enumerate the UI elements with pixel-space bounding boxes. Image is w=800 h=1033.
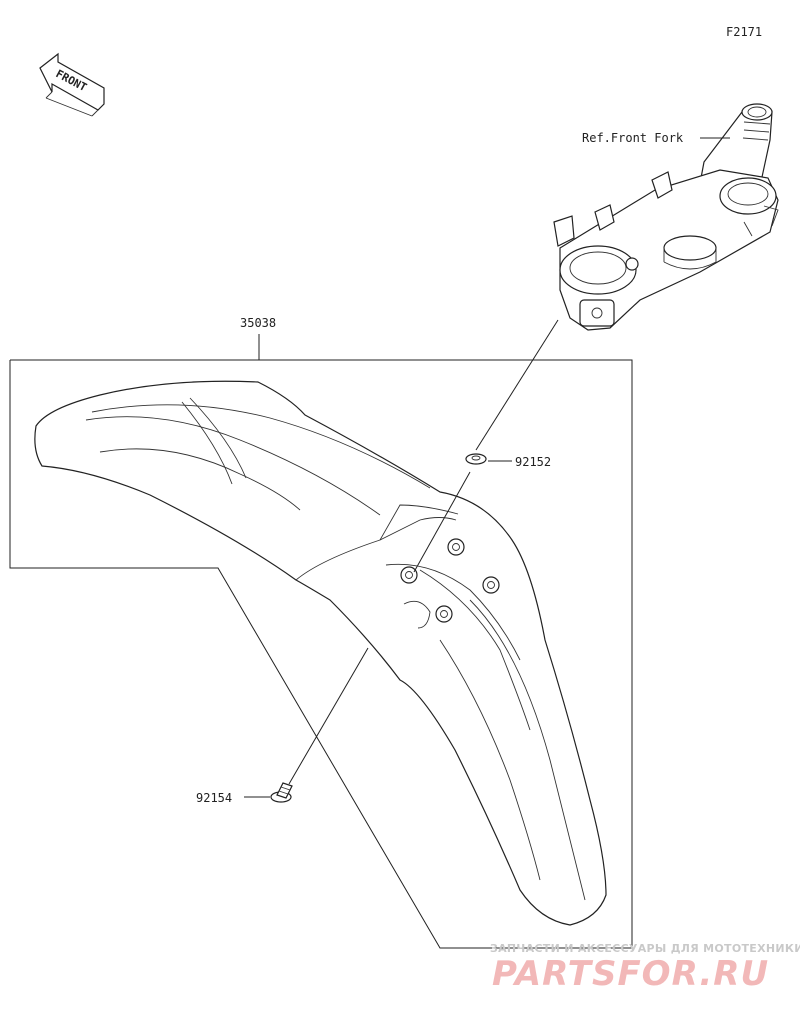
front-fender [34, 380, 607, 926]
bolt-icon [270, 782, 293, 803]
ref-front-fork-label: Ref.Front Fork [582, 131, 684, 145]
washer-to-fork-leader [475, 319, 559, 451]
part-number-92154: 92154 [196, 791, 232, 805]
bolt-to-fender-leader [288, 647, 369, 785]
watermark-tagline: ЗАПЧАСТИ И АКСЕССУАРЫ ДЛЯ МОТОТЕХНИКИ [490, 942, 800, 955]
part-number-92152: 92152 [515, 455, 551, 469]
washer-to-fender-leader [413, 471, 471, 573]
front-fork-assembly [553, 103, 779, 331]
diagram-code: F2171 [726, 25, 762, 39]
front-arrow-icon: FRONT [39, 52, 105, 117]
watermark-brand: PARTSFOR.RU [492, 954, 769, 994]
part-number-35038: 35038 [240, 316, 276, 330]
callout-bracket [9, 334, 633, 949]
washer-icon [465, 453, 487, 465]
